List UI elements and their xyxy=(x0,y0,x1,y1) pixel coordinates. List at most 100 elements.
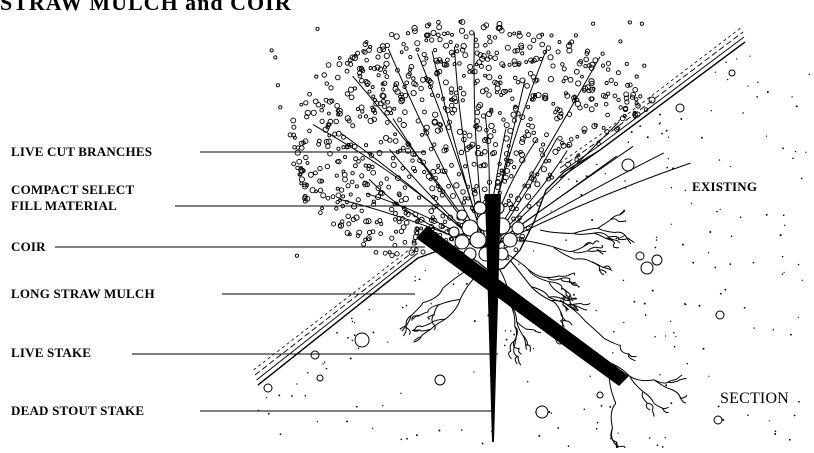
leaf xyxy=(600,92,607,99)
leaf xyxy=(341,134,346,140)
leaf xyxy=(618,105,623,110)
leaf xyxy=(558,111,564,117)
soil-dot xyxy=(538,434,541,437)
root xyxy=(512,341,520,349)
leaf xyxy=(424,75,428,80)
leaf xyxy=(424,56,429,61)
leaf xyxy=(547,76,555,83)
foliage-clusters xyxy=(269,19,649,268)
leaf xyxy=(453,99,459,105)
leaf xyxy=(401,42,406,47)
root xyxy=(413,336,422,341)
leaf xyxy=(546,176,551,182)
leaf xyxy=(450,193,456,199)
leaf xyxy=(378,139,384,145)
label-dead-stout-stake: DEAD STOUT STAKE xyxy=(11,403,145,418)
label-live-cut-branches: LIVE CUT BRANCHES xyxy=(11,144,153,159)
leaf xyxy=(431,204,437,210)
leaf xyxy=(463,34,469,40)
leaf xyxy=(534,181,541,188)
leaf xyxy=(446,124,452,130)
soil-dot xyxy=(624,180,626,182)
soil-dot xyxy=(665,129,668,132)
root xyxy=(641,391,648,404)
leaf xyxy=(498,111,502,115)
leaf xyxy=(484,127,489,133)
label-leader-lines xyxy=(55,151,498,412)
root xyxy=(614,231,627,238)
soil-dot xyxy=(646,136,649,139)
leaf xyxy=(435,184,440,189)
root xyxy=(610,403,617,428)
soil-dot xyxy=(742,112,744,114)
leaf xyxy=(316,141,322,147)
leaf xyxy=(287,132,293,138)
leaf xyxy=(511,117,517,124)
soil-dot xyxy=(401,306,404,309)
soil-dot xyxy=(600,404,603,407)
soil-dot xyxy=(709,231,712,233)
leaf xyxy=(482,149,488,155)
root xyxy=(573,232,595,235)
leaf xyxy=(516,32,523,39)
leaf xyxy=(394,251,400,257)
leaf xyxy=(435,32,441,38)
root xyxy=(629,375,655,382)
leaf xyxy=(335,130,342,137)
leaf xyxy=(384,74,390,80)
soil-dot xyxy=(473,371,475,373)
leaf xyxy=(371,65,378,72)
leaf xyxy=(429,37,435,43)
leaf xyxy=(481,186,488,193)
leaf xyxy=(454,49,460,54)
leaf xyxy=(478,164,483,169)
leaf xyxy=(437,36,443,43)
leaf xyxy=(337,56,342,60)
leaf xyxy=(397,117,403,123)
soil-dot xyxy=(682,243,684,246)
soil-dot xyxy=(654,246,657,249)
root xyxy=(608,236,616,244)
leaf xyxy=(567,41,572,46)
soil-dot xyxy=(765,135,768,137)
soil-dot xyxy=(430,302,432,305)
leaf xyxy=(379,92,386,99)
leaf xyxy=(418,216,425,223)
leaf xyxy=(352,143,358,150)
leaf xyxy=(334,206,339,211)
leaf xyxy=(399,50,404,54)
leaf xyxy=(363,114,369,119)
root xyxy=(611,427,617,446)
soil-dot xyxy=(424,269,426,272)
leaf xyxy=(430,168,436,175)
leaf xyxy=(461,73,466,78)
root xyxy=(558,275,568,277)
root xyxy=(573,245,585,252)
leaf xyxy=(398,198,404,204)
leaf xyxy=(335,108,340,113)
soil-dot xyxy=(797,316,799,318)
leaf xyxy=(436,24,442,31)
leaf xyxy=(582,85,589,92)
leaf xyxy=(474,123,480,129)
leaf xyxy=(510,96,515,101)
leaf xyxy=(309,187,316,194)
leaf xyxy=(373,249,379,255)
leaf xyxy=(466,184,471,189)
leaf xyxy=(450,32,454,37)
label-compact-select-line2: FILL MATERIAL xyxy=(11,198,118,213)
root xyxy=(514,326,517,345)
leaf xyxy=(556,147,561,152)
leaf xyxy=(410,158,415,163)
leaf xyxy=(541,142,546,147)
leaf xyxy=(423,124,430,131)
leaf xyxy=(507,62,512,67)
root xyxy=(525,344,531,352)
leaf xyxy=(619,115,626,122)
leaf xyxy=(511,216,517,222)
leaf xyxy=(334,173,339,178)
leaf xyxy=(473,189,478,193)
leaf xyxy=(368,44,373,50)
leaf xyxy=(552,148,559,155)
soil-dot xyxy=(550,412,553,414)
